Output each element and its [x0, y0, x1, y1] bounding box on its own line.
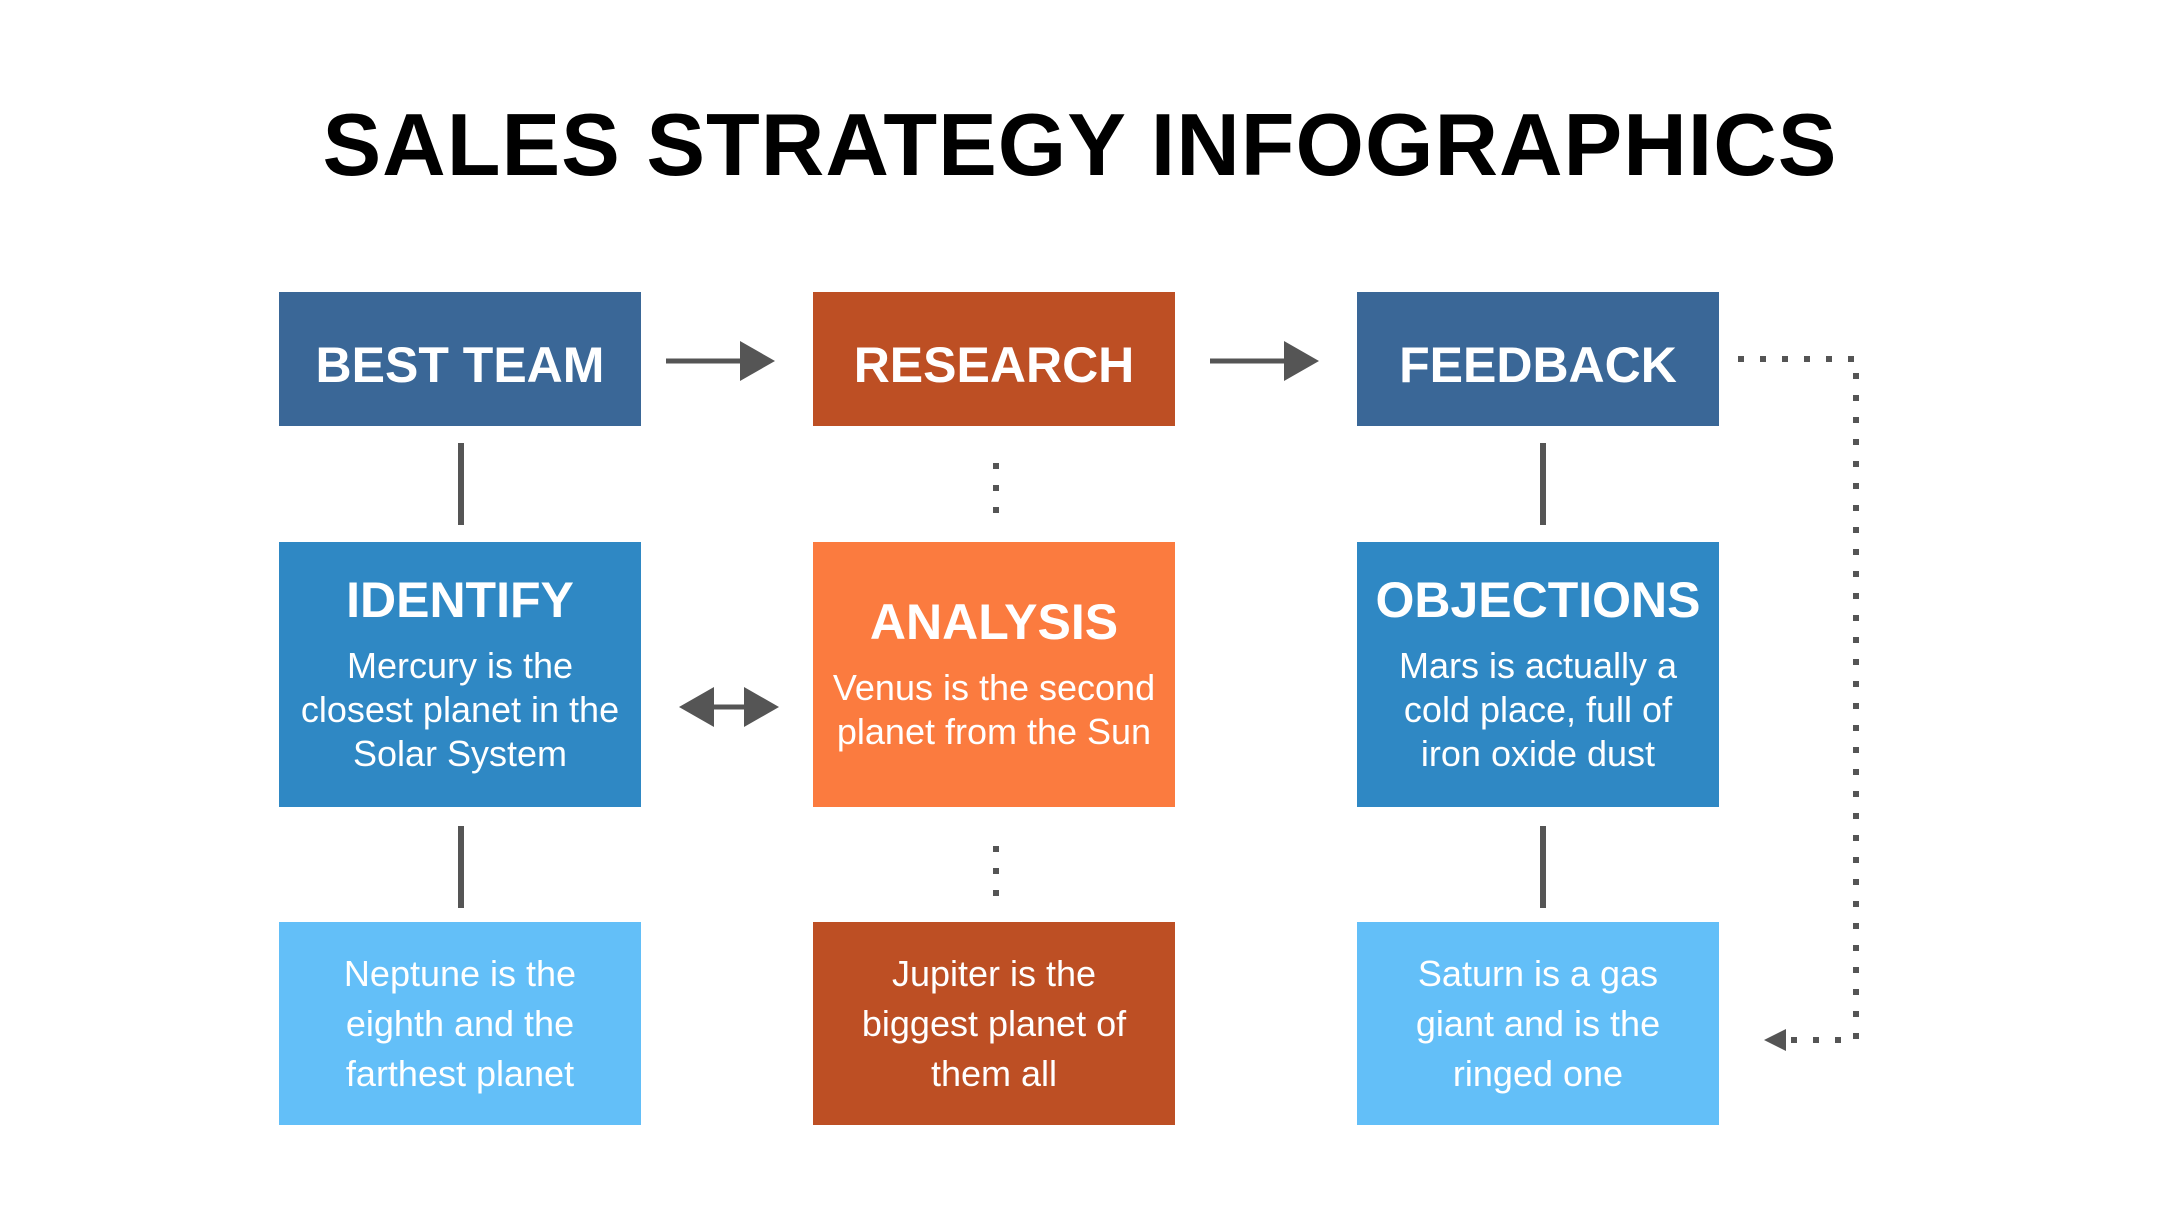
research-heading: RESEARCH	[853, 337, 1135, 393]
best-team-box: BEST TEAM	[279, 292, 641, 426]
loop-arrowhead	[1764, 1029, 1786, 1051]
dotted-loop-feedback-to-saturn	[1738, 356, 1859, 1043]
jupiter-text: Jupiter is the biggest planet of them al…	[861, 952, 1127, 1094]
jupiter-box: Jupiter is the biggest planet of them al…	[813, 922, 1175, 1125]
identify-box: IDENTIFY Mercury is the closest planet i…	[279, 542, 641, 807]
analysis-text: Venus is the second planet from the Sun	[832, 666, 1156, 752]
identify-heading: IDENTIFY	[346, 571, 574, 628]
research-box: RESEARCH	[813, 292, 1175, 426]
neptune-box: Neptune is the eighth and the farthest p…	[279, 922, 641, 1125]
saturn-box: Saturn is a gas giant and is the ringed …	[1357, 922, 1719, 1125]
feedback-heading: FEEDBACK	[1399, 337, 1677, 393]
identify-text: Mercury is the closest planet in the Sol…	[300, 644, 620, 774]
feedback-box: FEEDBACK	[1357, 292, 1719, 426]
saturn-text: Saturn is a gas giant and is the ringed …	[1415, 952, 1661, 1094]
objections-heading: OBJECTIONS	[1375, 571, 1701, 628]
analysis-box: ANALYSIS Venus is the second planet from…	[813, 542, 1175, 807]
analysis-heading: ANALYSIS	[869, 593, 1119, 650]
best-team-heading: BEST TEAM	[315, 337, 605, 393]
neptune-text: Neptune is the eighth and the farthest p…	[343, 952, 577, 1094]
objections-text: Mars is actually a cold place, full of i…	[1398, 644, 1678, 774]
page-title: SALES STRATEGY INFOGRAPHICS	[322, 95, 1838, 194]
objections-box: OBJECTIONS Mars is actually a cold place…	[1357, 542, 1719, 807]
